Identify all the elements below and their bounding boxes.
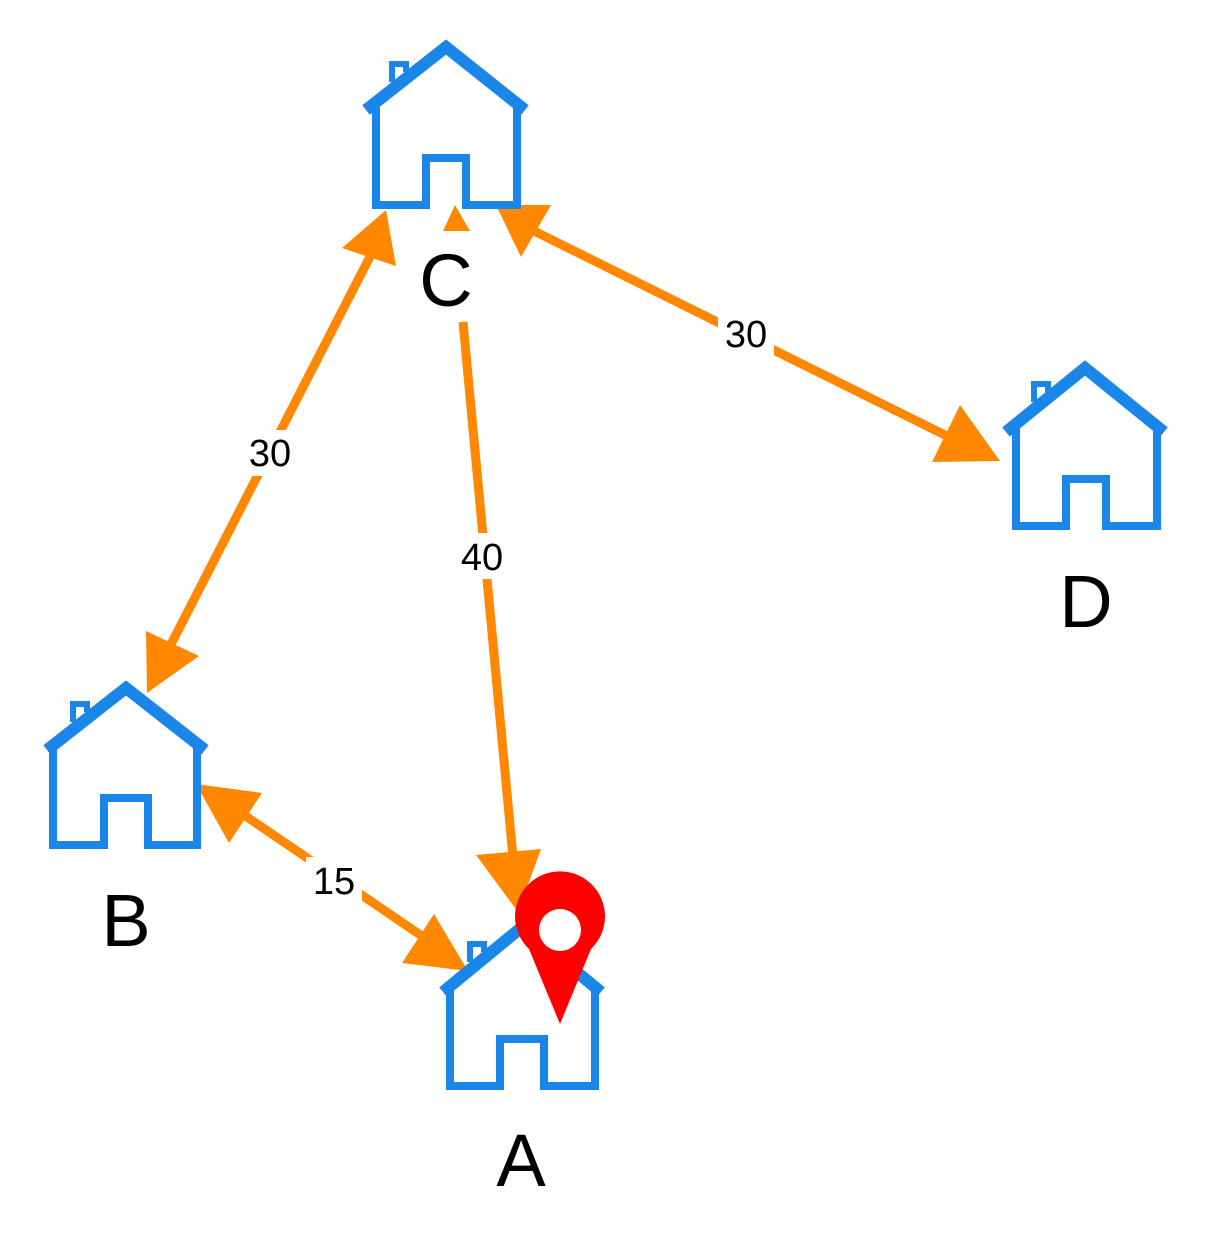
node-label-c: C [419, 239, 472, 322]
edge-c-b: 30 [146, 210, 396, 693]
edge-weight-c-b: 30 [249, 433, 291, 475]
house-icon [43, 680, 209, 849]
node-label-a: A [496, 1119, 546, 1202]
house-icon [1002, 360, 1168, 530]
edge-c-d: 30 [496, 205, 1000, 462]
node-d: D [1002, 360, 1168, 643]
node-c: C [362, 39, 529, 322]
edge-b-a: 15 [196, 784, 468, 971]
house-icon [362, 39, 529, 209]
node-a: A [439, 871, 606, 1202]
edge-c-a: 40 [443, 205, 541, 912]
edge-weight-c-d: 30 [725, 314, 767, 356]
node-label-b: B [101, 879, 150, 962]
edge-weight-c-a: 40 [461, 537, 503, 579]
arrow-head-b-end-2 [196, 784, 262, 843]
node-b: B [43, 680, 209, 962]
arrow-head-c-end [342, 210, 396, 266]
arrow-head-a-end [476, 849, 541, 912]
arrow-head-c-stub [443, 205, 470, 231]
arrow-head-d-end [932, 405, 1000, 462]
arrow-head-c-end-2 [496, 205, 551, 257]
edge-weight-b-a: 15 [313, 861, 355, 903]
location-pin-icon [515, 871, 606, 1024]
arrow-head-a-end-2 [402, 914, 468, 971]
node-label-d: D [1059, 560, 1112, 643]
arrow-head-b-end [146, 631, 199, 693]
